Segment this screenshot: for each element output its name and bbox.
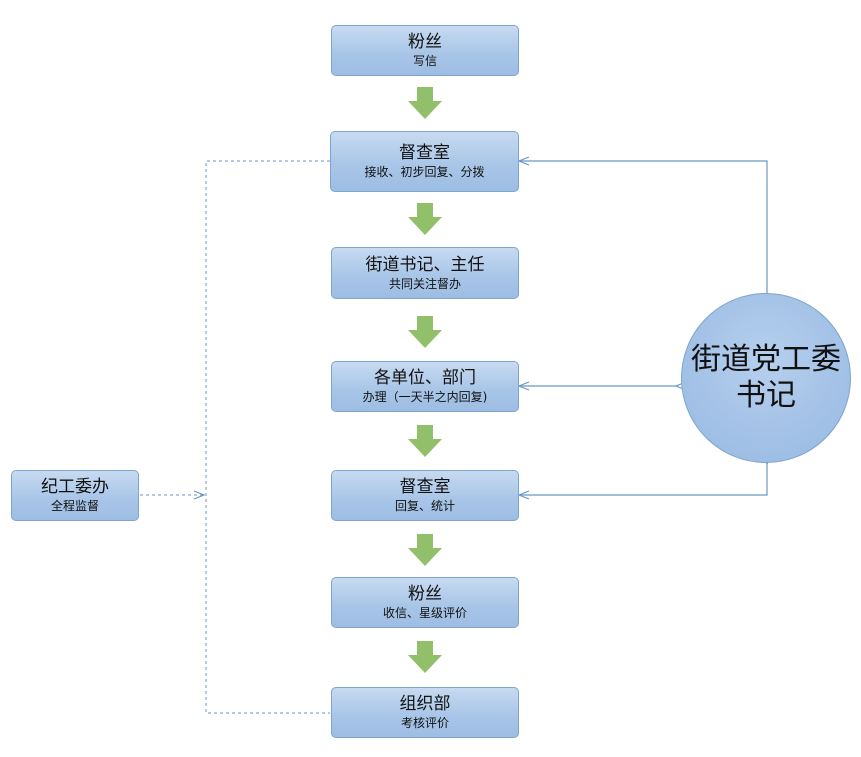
flow-node-organization-dept: 组织部 考核评价 [331, 687, 519, 738]
flow-node-title: 街道书记、主任 [365, 254, 485, 275]
circle-node-label: 街道党工委书记 [691, 342, 841, 413]
flow-node-fans-rate: 粉丝 收信、星级评价 [331, 577, 519, 628]
flow-node-title: 组织部 [399, 694, 451, 714]
side-node-subtitle: 全程监督 [50, 499, 99, 513]
side-node-title: 纪工委办 [41, 477, 109, 497]
flow-node-secretary-director: 街道书记、主任 共同关注督办 [331, 247, 519, 299]
flow-node-subtitle: 接收、初步回复、分拨 [364, 165, 485, 179]
flow-node-title: 粉丝 [408, 32, 442, 52]
flow-node-subtitle: 办理（一天半之内回复) [362, 390, 488, 404]
flow-down-arrow-icon [408, 425, 442, 457]
flow-node-fans-write: 粉丝 写信 [331, 25, 519, 76]
circle-to-inspection-top-connector [519, 161, 767, 293]
flow-down-arrow-icon [408, 534, 442, 566]
side-node-discipline-office: 纪工委办 全程监督 [11, 470, 139, 521]
flow-node-inspection-office-reply: 督查室 回复、统计 [331, 470, 519, 521]
flow-down-arrow-icon [408, 203, 442, 235]
supervision-dashed-bracket [205, 160, 330, 714]
flow-node-subtitle: 回复、统计 [394, 499, 455, 513]
circle-node-party-secretary: 街道党工委书记 [681, 293, 851, 463]
flow-node-subtitle: 共同关注督办 [388, 276, 461, 291]
flow-node-inspection-office-receive: 督查室 接收、初步回复、分拨 [330, 131, 519, 192]
circle-to-inspection-bottom-connector [519, 464, 767, 495]
flow-node-title: 粉丝 [408, 584, 442, 604]
flow-node-departments: 各单位、部门 办理（一天半之内回复) [331, 361, 519, 412]
flow-down-arrow-icon [408, 87, 442, 119]
flow-node-title: 各单位、部门 [374, 368, 476, 388]
flow-down-arrow-icon [408, 316, 442, 348]
flow-down-arrow-icon [408, 641, 442, 673]
flow-node-title: 督查室 [399, 477, 451, 497]
flow-node-subtitle: 写信 [412, 54, 437, 68]
flow-node-subtitle: 收信、星级评价 [382, 606, 467, 620]
flow-node-title: 督查室 [399, 143, 450, 163]
flow-node-subtitle: 考核评价 [400, 716, 449, 730]
